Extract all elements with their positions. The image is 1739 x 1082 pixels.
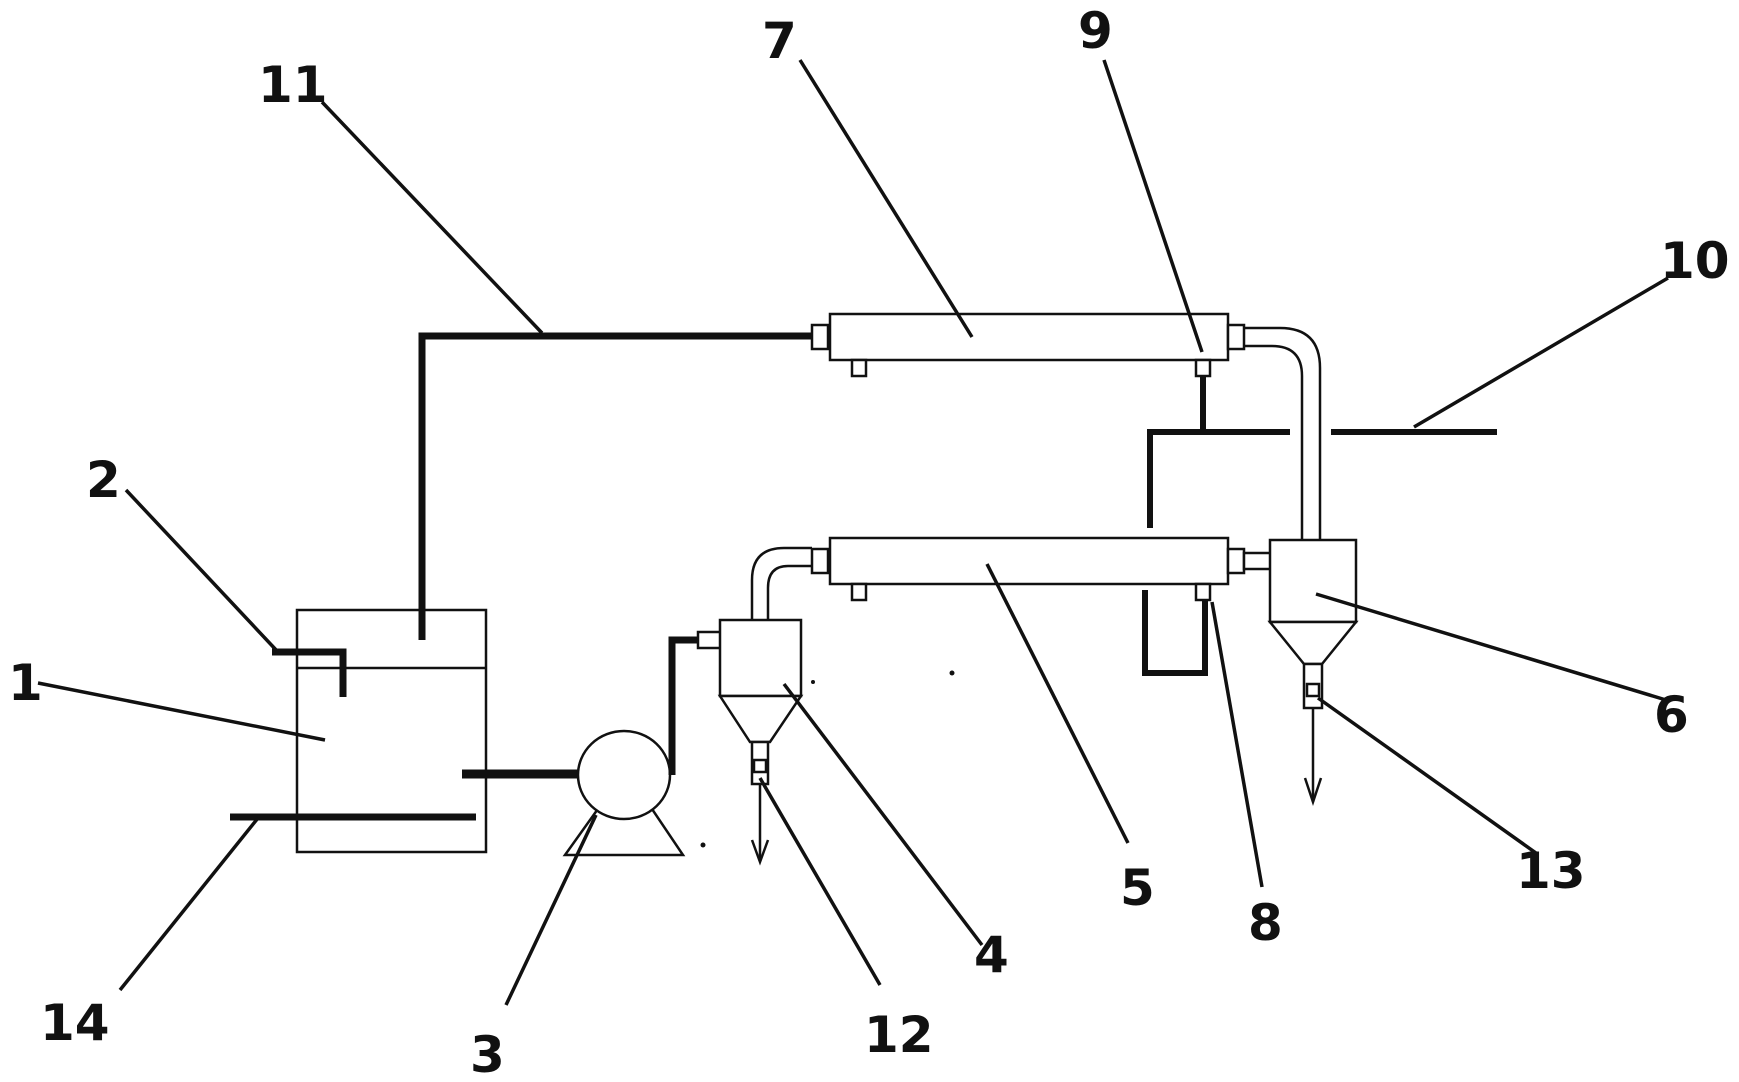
label-6: 6	[1654, 686, 1689, 744]
label-3: 3	[470, 1026, 505, 1082]
label-14: 14	[40, 994, 110, 1052]
leader-2	[124, 488, 280, 654]
leader-9	[1102, 59, 1204, 353]
leader-13	[1316, 696, 1538, 855]
tank-inlet-pipe	[272, 648, 347, 697]
leader-6	[1315, 592, 1667, 702]
leader-12	[758, 777, 882, 986]
scan-speck	[700, 842, 706, 848]
return-pipe-11	[418, 332, 812, 640]
pump	[562, 729, 686, 857]
leader-5	[985, 563, 1130, 844]
label-9: 9	[1078, 2, 1113, 60]
discharge-valve-13	[1303, 682, 1323, 806]
scan-speck	[811, 680, 815, 684]
label-10: 10	[1660, 232, 1730, 290]
leader-14	[118, 816, 260, 992]
pump-discharge-pipe	[668, 636, 700, 775]
cyclone-separator-4	[717, 618, 804, 786]
exchanger-5-to-cyclone-6-fitting	[1242, 551, 1274, 571]
leader-8	[1210, 601, 1264, 888]
label-1: 1	[8, 654, 43, 712]
label-11: 11	[258, 56, 328, 114]
label-13: 13	[1516, 842, 1586, 900]
port-pipe-8	[1142, 590, 1208, 676]
discharge-valve-12	[750, 758, 770, 866]
leader-11	[320, 100, 544, 335]
cyclone-4-inlet-fitting	[696, 630, 724, 650]
leader-10	[1413, 276, 1669, 429]
scan-speck	[949, 670, 955, 676]
leader-1	[37, 681, 326, 742]
leader-lines	[37, 59, 1669, 1006]
cyclone-4-to-exchanger-5-pipe	[750, 546, 812, 620]
leader-3	[504, 814, 598, 1006]
label-5: 5	[1120, 859, 1155, 917]
label-2: 2	[86, 451, 121, 509]
exchanger-7-to-cyclone-6-pipe	[1244, 326, 1322, 540]
port-pipe-9	[1147, 376, 1206, 528]
label-7: 7	[762, 12, 797, 70]
cyclone-separator-6	[1267, 538, 1359, 710]
label-12: 12	[864, 1006, 934, 1064]
leader-7	[798, 59, 974, 338]
heat-exchanger-7	[810, 312, 1246, 378]
label-4: 4	[974, 926, 1009, 984]
label-8: 8	[1248, 894, 1283, 952]
leader-4	[782, 682, 984, 947]
heat-exchanger-5	[810, 536, 1246, 602]
